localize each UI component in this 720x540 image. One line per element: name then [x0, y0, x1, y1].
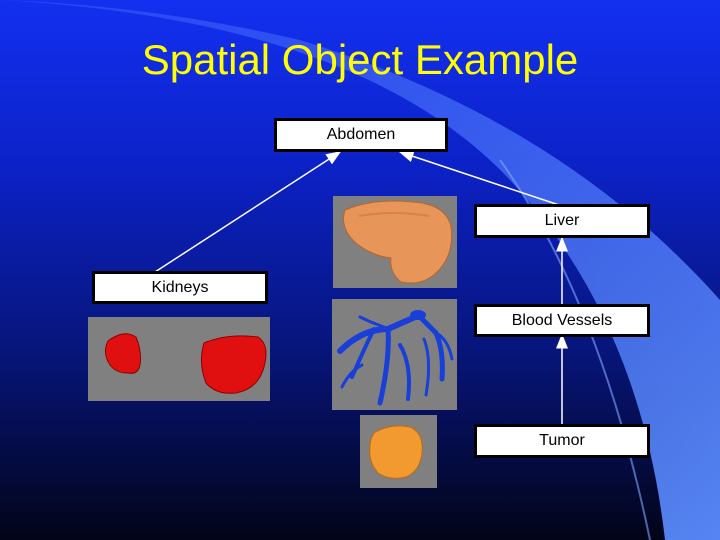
- liver-node: Liver: [474, 204, 650, 238]
- blood-vessels-render: [332, 299, 457, 410]
- liver-shape-image: [343, 200, 453, 284]
- liver-render: [333, 196, 457, 288]
- vessels-shape-image: [337, 310, 454, 406]
- tumor-node: Tumor: [474, 424, 650, 458]
- blood-vessels-node: Blood Vessels: [474, 304, 650, 337]
- abdomen-node: Abdomen: [274, 118, 448, 152]
- tumor-shape-image: [369, 425, 423, 479]
- tumor-render: [360, 415, 437, 488]
- slide-title: Spatial Object Example: [141, 36, 579, 83]
- kidneys-to-abdomen-arrow: [154, 151, 342, 273]
- kidneys-render: [88, 317, 270, 401]
- kidneys-shape-image: [104, 333, 267, 394]
- liver-to-abdomen-arrow: [398, 150, 563, 207]
- kidneys-node: Kidneys: [92, 271, 268, 304]
